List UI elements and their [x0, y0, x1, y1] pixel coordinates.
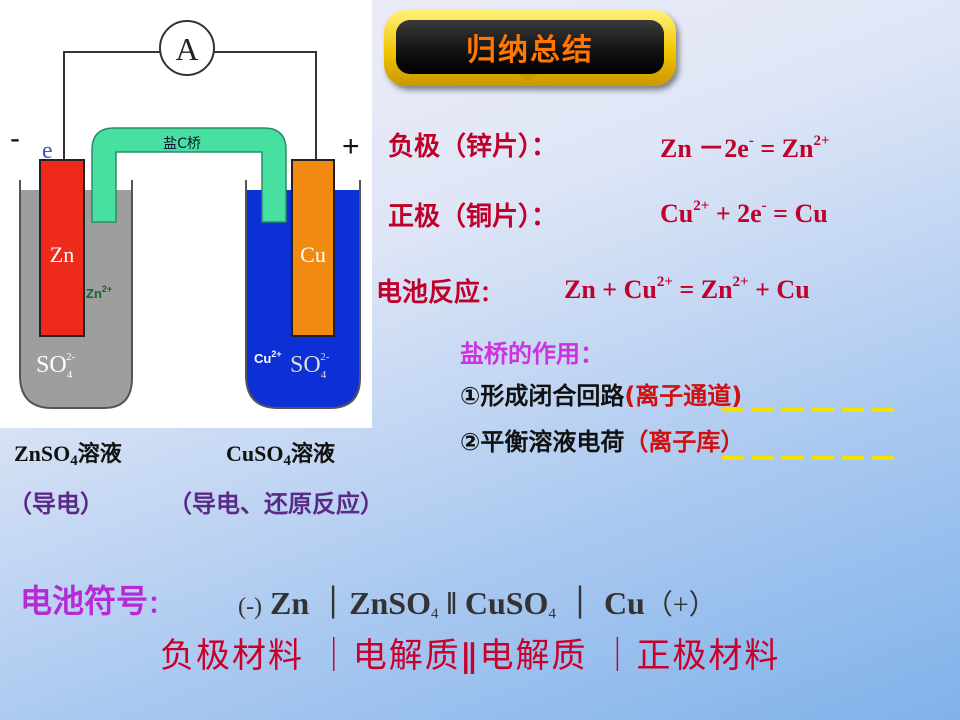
copper-electrode — [291, 159, 335, 337]
salt-bridge-label: 盐C桥 — [163, 136, 201, 152]
zn-electrode-label: Zn — [50, 242, 74, 267]
positive-electrode-label: 正极（铜片）： — [388, 202, 558, 232]
cu-electrode-label: Cu — [300, 242, 326, 267]
page-title: 归纳总结 — [466, 33, 594, 68]
salt-bridge-role-heading: 盐桥的作用： — [460, 340, 604, 368]
cell-reaction-equation: Zn + Cu2+ = Zn2+ + Cu — [564, 274, 810, 304]
wire-right — [214, 51, 317, 160]
right-solution-role: （导电、还原反应） — [168, 490, 384, 518]
salt-bridge-role-item-1: ①形成闭合回路(离子通道) — [460, 382, 743, 410]
negative-electrode-equation: Zn －2e- = Zn2+ — [660, 133, 830, 163]
zn-ion-label: Zn2+ — [86, 284, 112, 301]
cell-reaction-row: 电池反应： — [376, 278, 503, 308]
title-banner: 归纳总结 — [384, 10, 676, 86]
right-beaker — [245, 180, 361, 409]
negative-electrode-label: 负极（锌片）： — [388, 132, 558, 162]
cell-materials-row: 负极材料 ｜电解质ǁ电解质 ｜正极材料 — [160, 636, 781, 676]
ion-reservoir-note: （离子库） — [624, 428, 745, 456]
ammeter-icon — [159, 20, 215, 76]
positive-electrode-equation: Cu2+ + 2e- = Cu — [660, 198, 828, 228]
left-beaker — [19, 180, 133, 409]
salt-bridge — [91, 127, 287, 223]
plus-sign: + — [342, 130, 360, 163]
highlight-underline-1 — [722, 408, 902, 412]
wire-left — [63, 51, 160, 128]
left-solution-role: （导电） — [8, 490, 104, 518]
so4-left-label: SO42- — [36, 351, 76, 381]
negative-electrode-row: 负极（锌片）： — [388, 126, 557, 163]
cu-ion-label: Cu2+ — [254, 349, 282, 366]
highlight-underline-2 — [722, 456, 902, 460]
salt-bridge-role-item-2: ②平衡溶液电荷（离子库） — [460, 428, 745, 456]
left-solution-label: ZnSO4溶液 — [14, 441, 122, 469]
electron-label: e — [42, 138, 53, 164]
title-pointer — [518, 74, 538, 82]
ion-channel-note: (离子通道) — [624, 382, 743, 410]
zinc-electrode — [39, 159, 85, 337]
cell-symbol-row: 电池符号： — [20, 582, 173, 620]
positive-electrode-row: 正极（铜片）： — [388, 196, 557, 233]
ammeter-label: A — [175, 31, 198, 67]
title-banner-inner: 归纳总结 — [396, 20, 664, 74]
cell-symbol-notation: (-) Zn ｜ZnSO4 ǁ CuSO4 ｜ Cu（+） — [238, 585, 717, 622]
right-solution-label: CuSO4溶液 — [226, 441, 335, 469]
so4-right-label: SO42- — [290, 351, 330, 381]
cell-illustration: A 盐C桥 Zn Cu - e + Zn2+ Cu2+ SO42- SO42- — [10, 20, 361, 409]
galvanic-cell-diagram: A 盐C桥 Zn Cu - e + Zn2+ Cu2+ SO42- SO42- — [0, 0, 372, 428]
minus-sign: - — [10, 122, 20, 155]
cell-reaction-label: 电池反应 — [376, 278, 481, 308]
cell-symbol-label: 电池符号 — [20, 582, 149, 620]
